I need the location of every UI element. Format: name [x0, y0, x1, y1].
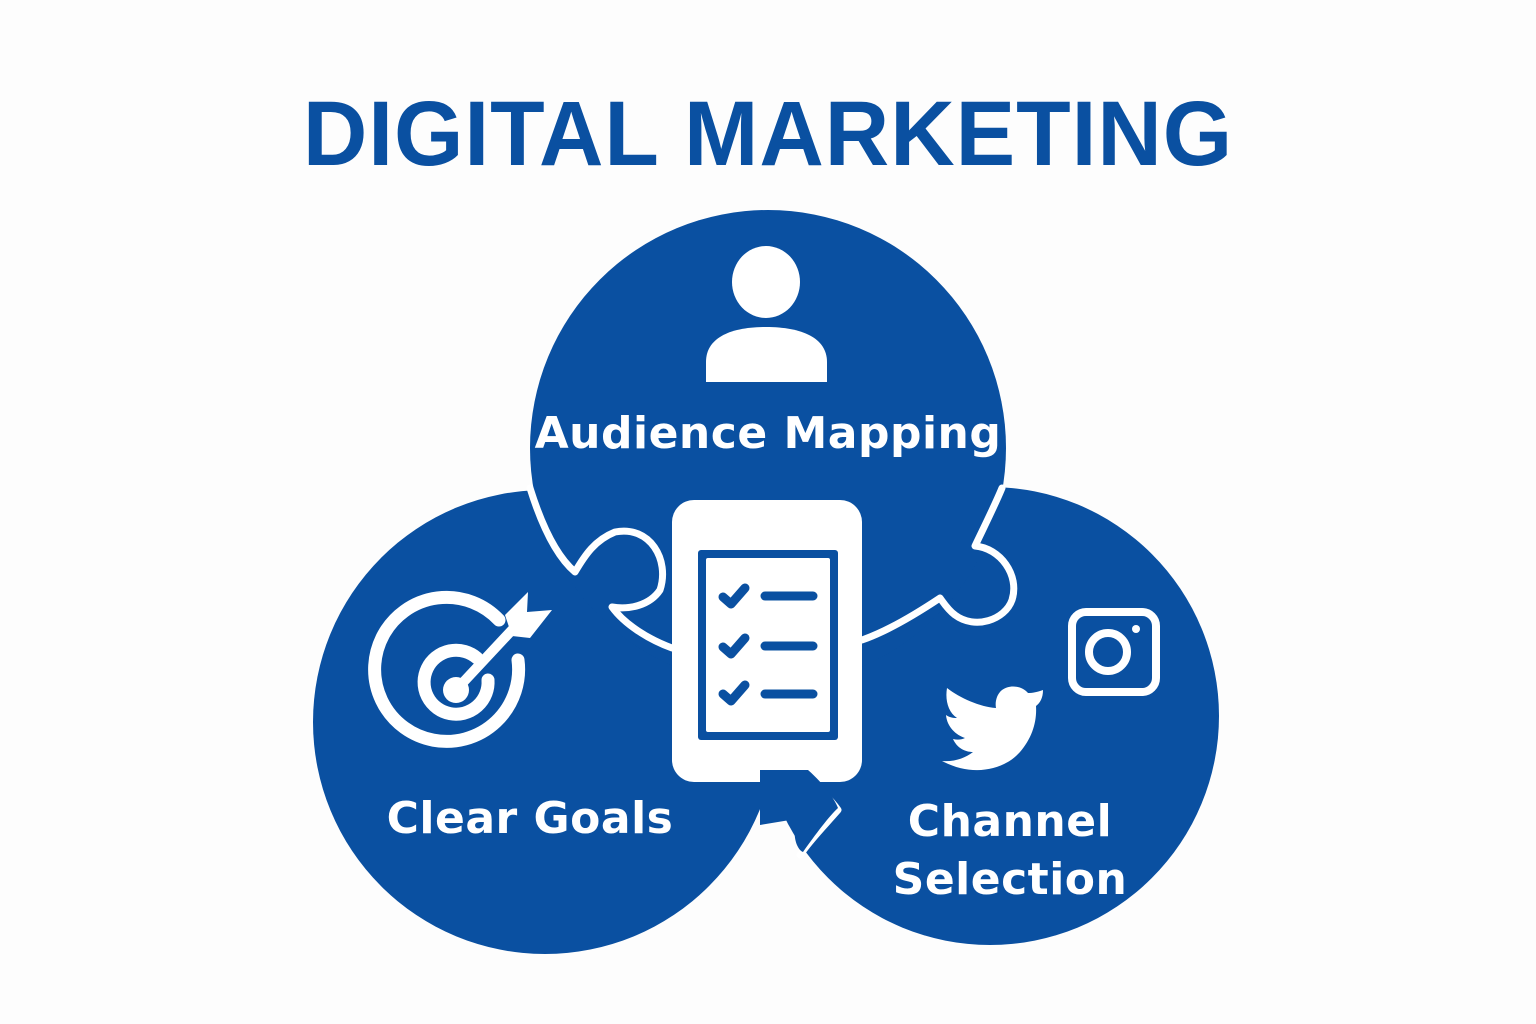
twitter-icon [942, 686, 1043, 771]
label-channel-selection: Channel Selection [860, 793, 1160, 909]
target-arrow-icon [368, 590, 552, 748]
circle-audience-mapping [530, 210, 1006, 686]
label-channel-line1: Channel [907, 796, 1113, 847]
user-icon [706, 246, 827, 382]
instagram-icon [1068, 608, 1160, 696]
page-title: DIGITAL MARKETING [302, 83, 1234, 185]
checklist-tablet-icon [672, 500, 862, 852]
label-clear-goals: Clear Goals [386, 793, 674, 844]
label-audience-mapping: Audience Mapping [534, 408, 1002, 459]
label-channel-line2: Selection [892, 854, 1128, 905]
